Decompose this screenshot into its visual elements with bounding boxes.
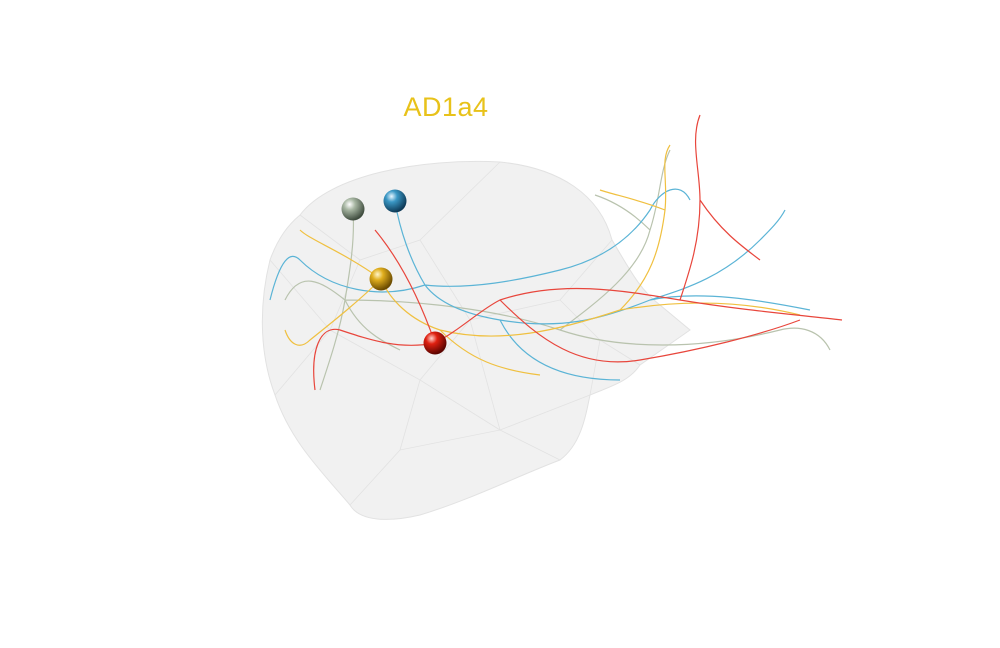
neuron-type-title: AD1a4 — [403, 92, 489, 122]
soma-grey-green[interactable] — [341, 197, 365, 221]
arbor-yellow — [284, 144, 801, 376]
arbor-red — [313, 114, 843, 391]
neuron-arbors — [269, 114, 843, 391]
soma-red[interactable] — [423, 331, 447, 355]
neuropil-mesh — [261, 160, 691, 520]
arbor-blue — [269, 188, 811, 381]
soma-yellow[interactable] — [369, 267, 393, 291]
soma-blue[interactable] — [383, 189, 407, 213]
arbor-grey-green — [284, 149, 831, 391]
